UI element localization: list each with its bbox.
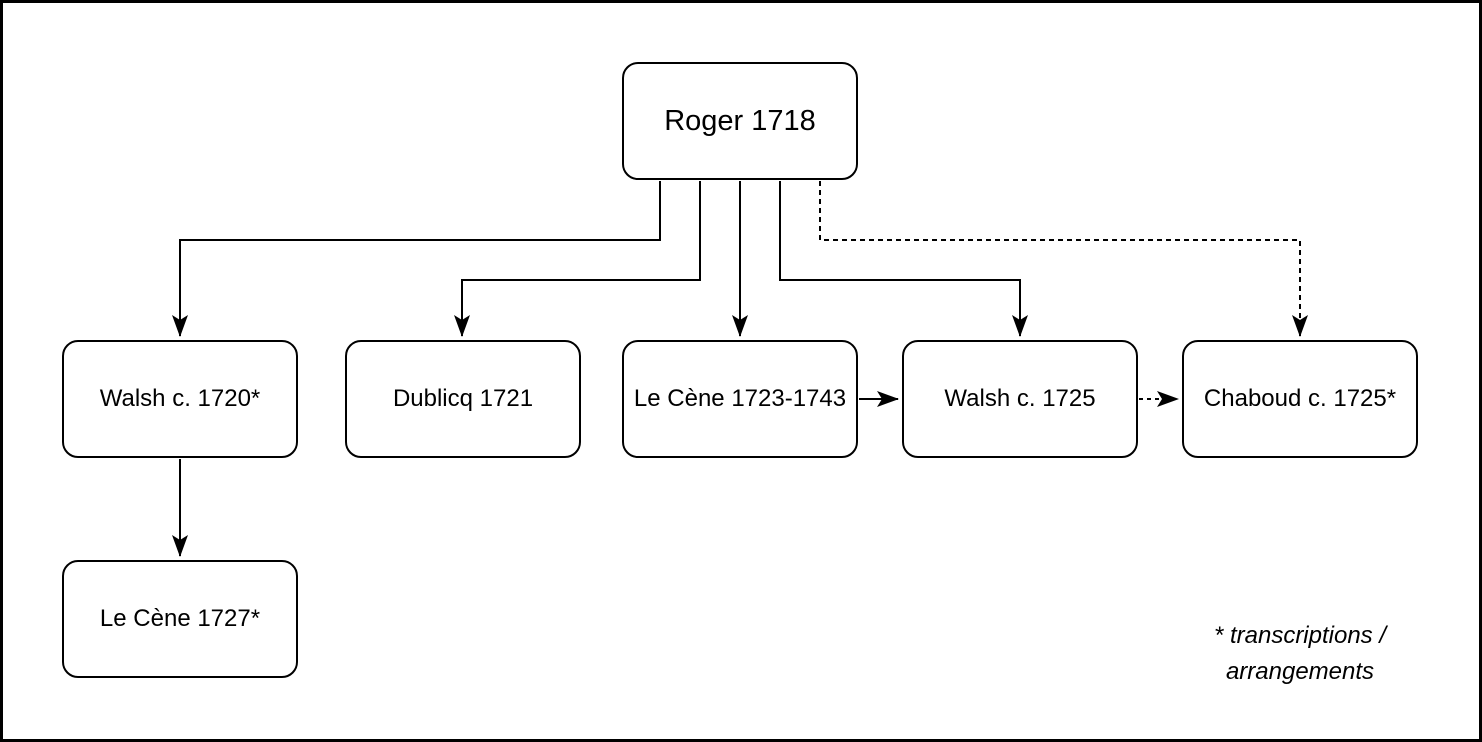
node-label: Chaboud c. 1725* bbox=[1203, 384, 1397, 412]
node-lecene-1723: Le Cène 1723-1743 bbox=[622, 340, 858, 458]
node-chaboud-1725: Chaboud c. 1725* bbox=[1182, 340, 1418, 458]
footnote-line-2: arrangements bbox=[1225, 658, 1375, 685]
node-label: Roger 1718 bbox=[664, 104, 816, 137]
node-roger-1718: Roger 1718 bbox=[622, 62, 858, 180]
footnote-asterisk-legend: * transcriptions / arrangements bbox=[1150, 618, 1450, 690]
node-label: Le Cène 1727* bbox=[99, 604, 261, 632]
node-walsh-1720: Walsh c. 1720* bbox=[62, 340, 298, 458]
node-dublicq-1721: Dublicq 1721 bbox=[345, 340, 581, 458]
node-label: Dublicq 1721 bbox=[392, 384, 534, 412]
edge-roger-to-dublicq-1721 bbox=[454, 181, 701, 337]
node-label: Le Cène 1723-1743 bbox=[633, 384, 847, 412]
node-lecene-1727: Le Cène 1727* bbox=[62, 560, 298, 678]
edge-roger-to-walsh-1725 bbox=[779, 181, 1028, 337]
edge-roger-to-walsh-1720 bbox=[172, 181, 661, 337]
node-walsh-1725: Walsh c. 1725 bbox=[902, 340, 1138, 458]
edge-roger-to-chaboud-1725 bbox=[819, 181, 1308, 337]
footnote-line-1: * transcriptions / bbox=[1213, 622, 1387, 649]
node-label: Walsh c. 1720* bbox=[99, 384, 261, 412]
node-label: Walsh c. 1725 bbox=[944, 384, 1096, 412]
